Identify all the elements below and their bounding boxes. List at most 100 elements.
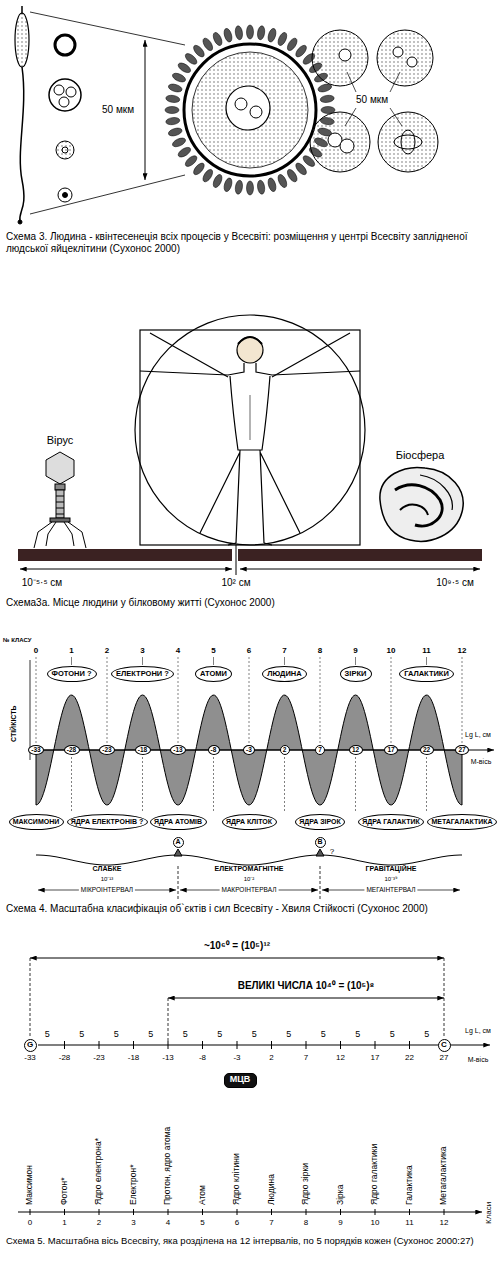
egg-cell-part [294,44,308,59]
stability-wave-part [426,757,427,812]
axis-value: 27 [440,1053,449,1062]
fertilization-stages-part [401,130,415,154]
stability-wave-part [213,657,214,665]
cell-stages-part [49,79,81,111]
scale-bar-part [238,549,482,561]
node-text: -23 [102,746,111,753]
class-number: 2 [97,1218,101,1227]
cell-stages-part [56,141,74,159]
scale-axis-part [168,1041,169,1049]
axis-value: -18 [128,1053,140,1062]
egg-cell-part [177,145,193,158]
scale-axis-part [409,1209,410,1215]
scale-axis-part [271,1041,272,1049]
leader-lines-part [390,108,402,126]
axis-value: 12 [336,1053,345,1062]
axis-title: М-вісь [471,758,492,766]
stability-wave-part [36,855,462,865]
figure-label: Вірус [47,434,74,447]
axis-value: -23 [93,1053,105,1062]
scale-value: 10⁻⁵·⁵ см [22,577,62,589]
scale-axis-part [306,1209,307,1215]
axis-value: 7 [304,1053,308,1062]
interval-count: 5 [252,1029,257,1039]
interval-count: 5 [148,1029,153,1039]
stability-wave-part [36,657,37,744]
axis-value-oval: 2 [280,745,290,755]
axis-value-oval: -8 [208,745,220,755]
dimension-line [145,40,146,180]
class-name: Протон, ядро атома [163,1127,173,1205]
scale-bar [18,545,482,575]
virus-drawing-part [56,502,64,503]
node-text: ЯДРА ЗІРОК [299,818,341,826]
class-name: Електрон* [129,1164,139,1205]
stability-wave-part [320,866,321,900]
vitruvian-man-part [150,333,350,377]
virus-drawing-part [56,496,64,497]
egg-cell-part [235,98,247,110]
leader-lines-part [345,108,356,126]
virus-drawing-part [55,484,65,490]
end-circle: G [24,1039,37,1052]
force-name: ГРАВІТАЦІЙНЕ [366,865,417,873]
node-text: МЕТАГАЛАКТИКА [431,818,492,826]
vitruvian-man-part [140,363,360,375]
fertilization-stages-part [407,57,417,67]
scale-axis-part [202,1041,203,1049]
nucleus-oval: ЯДРА КЛІТОК [222,814,277,830]
virus-drawing-part [50,518,70,522]
figure-label: Біосфера [396,449,445,462]
class-number: 12 [458,646,467,655]
biosphere-drawing-part [420,475,452,510]
axis-value-oval: 7 [315,745,325,755]
node-text: G [27,1041,33,1050]
node-text: 12 [352,746,359,753]
axis-value-oval: -18 [135,745,151,755]
cell-stages-part [58,188,72,202]
force-value: 10⁻¹³ [101,876,114,883]
fertilization-stages-part [394,135,422,149]
node-text: -28 [67,746,76,753]
range-label: ~10⁶⁰ = (10⁵)¹² [204,940,270,952]
axis-value-oval: 12 [349,745,363,755]
cell-stages-part [54,85,64,95]
force-name: СЛАБКЕ [93,865,122,873]
stability-wave-part [71,757,72,812]
class-name: Атом [198,1185,208,1205]
vitruvian-man-part [228,543,272,545]
scale-axis-part [340,1209,341,1215]
sperm-cell-part [20,67,24,222]
stability-wave-part [284,657,285,665]
leader-lines [345,72,402,126]
egg-cell-part [257,180,266,195]
node-text: 7 [318,746,322,753]
scale-axis-part [340,1041,341,1049]
interval-name: МАКРОІНТЕРВАЛ [220,886,279,893]
stability-wave-part [320,657,321,744]
node-text: ЛЮДИНА [267,670,301,678]
node-text: ЯДРА ГАЛАКТИК [362,818,420,826]
interval-count: 5 [321,1029,326,1039]
egg-cell-part [192,161,206,176]
vitruvian-man-part [237,337,263,363]
axis-value-oval: -28 [64,745,80,755]
scale-bar-part [236,545,237,575]
class-number: 11 [405,1218,413,1227]
axis-value-oval: -3 [243,745,255,755]
egg-cell-part [276,31,288,47]
egg-cell-part [257,25,266,40]
virus-drawing-part [56,490,64,518]
scale-axis-part [375,1209,376,1215]
node-text: -8 [211,746,217,753]
scale-bar-part [20,569,232,570]
stability-wave [30,657,494,900]
cell-stages-part [66,87,76,97]
scale-axis-part [64,1041,65,1049]
range-label: ВЕЛИКІ ЧИСЛА 10⁴⁰ = (10⁵)⁸ [238,980,375,992]
dimension-label: 50 мкм [356,94,388,106]
node-text: 27 [458,746,465,753]
node-text: A [175,838,180,846]
node-text: ЯДРА АТОМІВ [154,818,202,826]
vitruvian-man-part [135,315,365,545]
